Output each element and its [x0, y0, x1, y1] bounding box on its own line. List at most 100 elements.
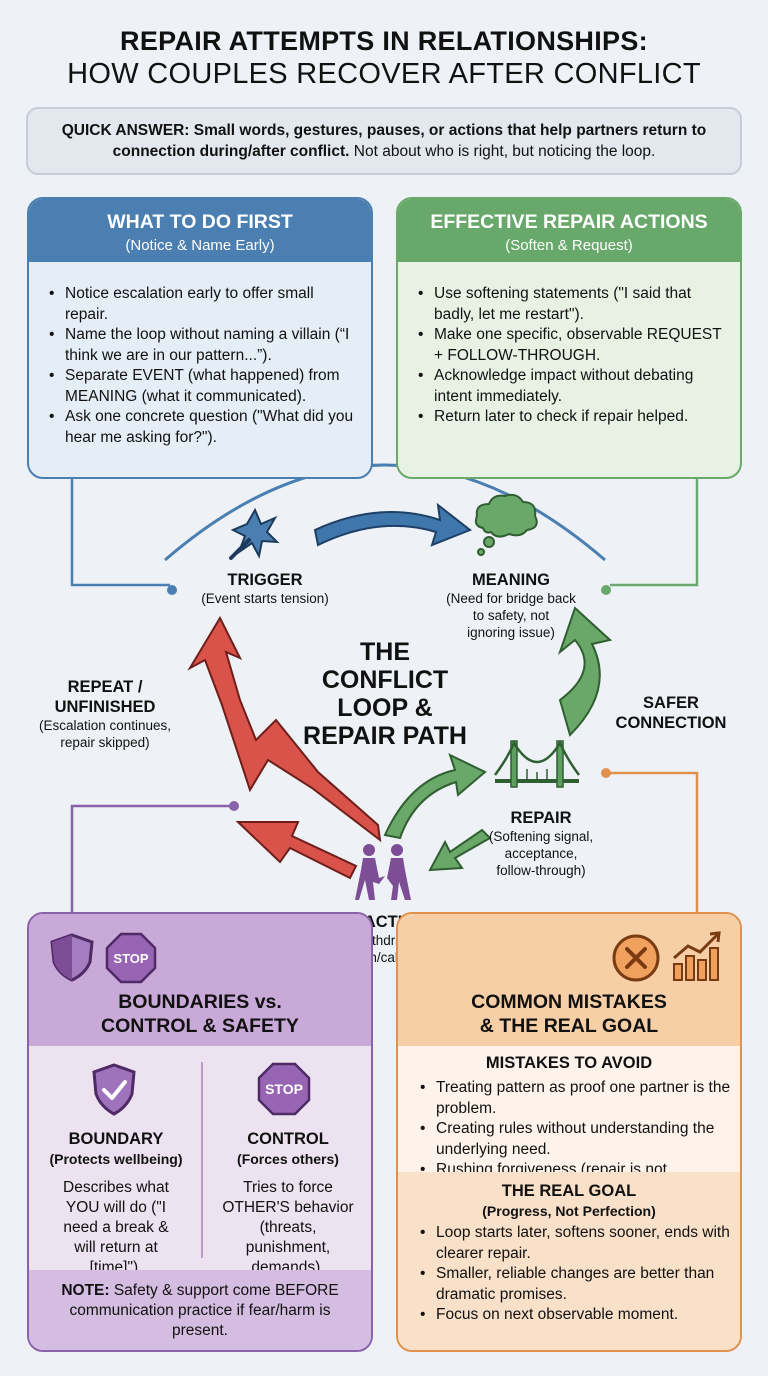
top-arc	[164, 463, 606, 562]
safer-line: SAFER	[643, 694, 699, 712]
list-item: Separate EVENT (what happened) from MEAN…	[49, 366, 361, 407]
repeat-desc-line: (Escalation continues,	[38, 718, 172, 733]
list-item: Acknowledge impact without debating inte…	[418, 366, 730, 407]
repair-title: REPAIR	[510, 809, 572, 827]
boundaries-header: STOP BOUNDARIES vs. CONTROL & SAFETY	[29, 914, 371, 1046]
mistakes-to-avoid-section: MISTAKES TO AVOID Treating pattern as pr…	[398, 1046, 740, 1199]
list-item: Use softening statements ("I said that b…	[418, 284, 730, 325]
control-desc-line: OTHER'S behavior	[222, 1199, 354, 1216]
blue-connector-dot	[167, 585, 177, 595]
loop-center-title: THE CONFLICT LOOP & REPAIR PATH	[270, 638, 500, 750]
list-item: Ask one concrete question ("What did you…	[49, 407, 361, 448]
safety-note: NOTE: Safety & support come BEFORE commu…	[29, 1270, 371, 1350]
quick-answer-bold: QUICK ANSWER: Small words, gestures, pau…	[61, 122, 707, 160]
stop-sign-icon: STOP	[105, 932, 157, 984]
repair-to-meaning-arrow	[557, 606, 613, 737]
repair-desc-line: follow-through)	[496, 863, 586, 878]
list-item: Focus on next observable moment.	[420, 1305, 732, 1326]
repeat-title-line: UNFINISHED	[54, 698, 156, 716]
page-title: REPAIR ATTEMPTS IN RELATIONSHIPS:	[120, 26, 648, 56]
orange-connector	[608, 771, 699, 912]
quick-answer-box: QUICK ANSWER: Small words, gestures, pau…	[26, 107, 742, 175]
boundary-title: BOUNDARY	[68, 1130, 164, 1148]
safer-line: CONNECTION	[615, 714, 727, 732]
effective-repair-header: EFFECTIVE REPAIR ACTIONS (Soften & Reque…	[398, 199, 740, 262]
arguing-people-icon	[355, 844, 411, 900]
boundary-desc-line: YOU will do ("I	[65, 1199, 167, 1216]
control-sub: (Forces others)	[237, 1151, 339, 1167]
meaning-desc-line: to safety, not	[472, 608, 550, 623]
repair-label: REPAIR (Softening signal, acceptance, fo…	[468, 808, 614, 879]
boundaries-title-line: BOUNDARIES vs.	[118, 991, 282, 1013]
list-item: Return later to check if repair helped.	[418, 407, 730, 428]
mistakes-to-avoid-title: MISTAKES TO AVOID	[485, 1054, 653, 1072]
trigger-to-meaning-arrow	[313, 502, 472, 547]
trigger-title: TRIGGER	[227, 571, 303, 589]
green-connector	[610, 478, 699, 587]
list-item: Notice escalation early to offer small r…	[49, 284, 361, 325]
repeat-lightning-arrow	[187, 615, 382, 843]
green-connector-dot	[601, 585, 611, 595]
meaning-desc-line: ignoring issue)	[467, 625, 555, 640]
center-title-line: THE	[360, 638, 410, 666]
control-desc-line: Tries to force	[243, 1179, 333, 1196]
what-to-do-first-subtitle: (Notice & Name Early)	[125, 237, 275, 254]
boundary-column: BOUNDARY (Protects wellbeing) Describes …	[33, 1130, 199, 1278]
blue-connector	[70, 478, 170, 587]
safer-connection-label: SAFER CONNECTION	[596, 693, 746, 733]
stop-sign-text: STOP	[265, 1081, 303, 1097]
mistakes-title: COMMON MISTAKES & THE REAL GOAL	[398, 990, 740, 1038]
mistakes-header: COMMON MISTAKES & THE REAL GOAL	[398, 914, 740, 1046]
effective-repair-title: EFFECTIVE REPAIR ACTIONS	[430, 211, 708, 233]
list-item: Loop starts later, softens sooner, ends …	[420, 1223, 732, 1264]
orange-connector-dot	[601, 768, 611, 778]
what-to-do-first-title: WHAT TO DO FIRST	[107, 211, 293, 233]
boundaries-title-line: CONTROL & SAFETY	[101, 1015, 299, 1037]
mistakes-title-line: & THE REAL GOAL	[479, 1015, 659, 1037]
note-text: Safety & support come BEFORE communicati…	[69, 1282, 339, 1339]
effective-repair-subtitle: (Soften & Request)	[505, 237, 633, 254]
thought-cloud-icon	[474, 493, 538, 556]
center-title-line: CONFLICT	[321, 666, 449, 694]
meaning-title: MEANING	[472, 571, 550, 589]
center-title-line: REPAIR PATH	[303, 722, 467, 750]
boundaries-panel: STOP BOUNDARIES vs. CONTROL & SAFETY BOU…	[27, 912, 373, 1352]
shield-check-icon	[92, 1063, 136, 1116]
trigger-label: TRIGGER (Event starts tension)	[170, 570, 360, 607]
real-goal-section: THE REAL GOAL (Progress, Not Perfection)…	[398, 1172, 740, 1350]
control-title: CONTROL	[247, 1130, 329, 1148]
real-goal-title: THE REAL GOAL	[501, 1182, 637, 1200]
stop-sign-icon: STOP	[257, 1062, 311, 1116]
boundary-desc-line: need a break &	[63, 1219, 169, 1236]
bridge-icon	[493, 740, 581, 788]
purple-connector	[70, 804, 232, 912]
purple-connector-dot	[229, 801, 239, 811]
real-goal-sub: (Progress, Not Perfection)	[482, 1203, 656, 1219]
list-item: Creating rules without understanding the…	[420, 1119, 732, 1160]
growth-chart-icon	[673, 931, 721, 981]
control-desc: Tries to force OTHER'S behavior (threats…	[205, 1178, 371, 1278]
effective-repair-list: Use softening statements ("I said that b…	[398, 262, 740, 428]
list-item: Smaller, reliable changes are better tha…	[420, 1264, 732, 1305]
goal-list: Loop starts later, softens sooner, ends …	[398, 1219, 740, 1326]
stop-sign-text: STOP	[113, 951, 148, 966]
list-item: Make one specific, observable REQUEST + …	[418, 325, 730, 366]
x-circle-icon	[612, 934, 660, 982]
reaction-to-repair-arrow	[383, 753, 487, 840]
quick-answer-rest: Not about who is right, but noticing the…	[349, 143, 656, 160]
mistakes-title-line: COMMON MISTAKES	[471, 991, 667, 1013]
boundary-desc-line: Describes what	[63, 1179, 169, 1196]
repeat-title-line: REPEAT /	[67, 678, 143, 696]
what-to-do-first-list: Notice escalation early to offer small r…	[29, 262, 371, 448]
boundary-desc-line: will return at	[74, 1239, 158, 1256]
shield-icon	[50, 933, 94, 982]
reaction-back-arrow	[235, 821, 358, 880]
control-desc-line: (threats,	[259, 1219, 317, 1236]
what-to-do-first-header: WHAT TO DO FIRST (Notice & Name Early)	[29, 199, 371, 262]
list-item: Name the loop without naming a villain (…	[49, 325, 361, 366]
repeat-desc-line: repair skipped)	[60, 735, 150, 750]
control-column: CONTROL (Forces others) Tries to force O…	[205, 1130, 371, 1278]
repair-desc-line: (Softening signal,	[488, 829, 594, 844]
control-desc-line: punishment,	[245, 1239, 331, 1256]
